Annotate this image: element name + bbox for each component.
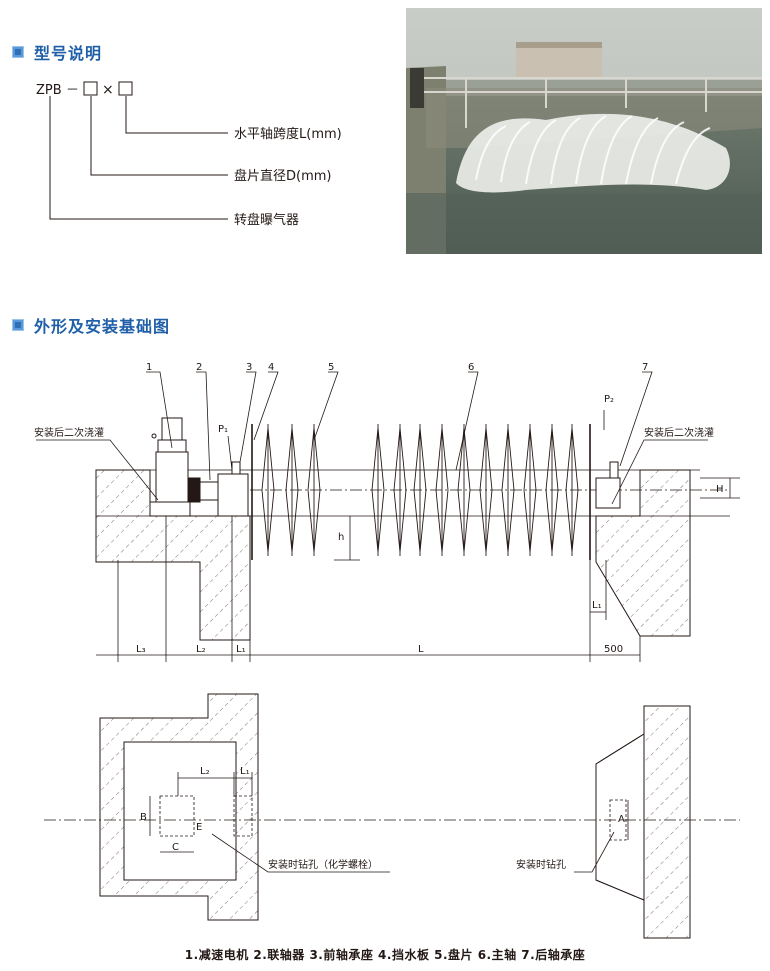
right-foundation [595,469,691,637]
plan-drill-right: 安装时钻孔 [516,858,566,871]
plan-l2: L₂ [200,766,210,777]
bullet-square-icon [12,319,24,331]
callout-2: 2 [196,362,202,373]
model-dash: － [66,83,79,98]
rear-bearing [595,461,621,509]
callout-7: 7 [642,362,648,373]
section-title-model: 型号说明 [12,40,102,64]
callout-4: 4 [268,362,274,373]
leader-line-l [125,96,228,134]
installation-drawing: 1 2 3 4 5 6 7 安装后二次浇灌 安装后二次浇灌 P₁ P₂ H h … [34,362,740,939]
grout-note-right: 安装后二次浇灌 [644,426,714,439]
p2-label: P₂ [604,394,614,405]
callout-3: 3 [246,362,252,373]
dim-l2: L₂ [196,644,206,655]
plan-c: C [172,842,179,853]
dim-500: 500 [604,644,623,655]
callout-5: 5 [328,362,334,373]
placeholder-box-d [83,81,98,96]
grout-note-left: 安装后二次浇灌 [34,426,104,439]
model-times: × [102,82,114,98]
section-title-text: 外形及安装基础图 [34,317,171,336]
aerator-photo [406,8,762,254]
dim-l1: L₁ [236,644,246,655]
dim-l1-right: L₁ [592,600,602,611]
model-prefix: ZPB [36,83,62,98]
placeholder-box-l [118,81,133,96]
leader-line-type [49,96,228,220]
h-upper-label: H [716,484,724,495]
p1-label: P₁ [218,424,228,435]
label-span-l: 水平轴跨度L(mm) [234,126,342,142]
parts-legend: 1.减速电机 2.联轴器 3.前轴承座 4.挡水板 5.盘片 6.主轴 7.后轴… [184,948,586,962]
callout-6: 6 [468,362,474,373]
label-type: 转盘曝气器 [234,212,299,228]
callout-1: 1 [146,362,152,373]
label-diameter-d: 盘片直径D(mm) [234,168,331,184]
disc-row [261,424,579,556]
dim-l3: L₃ [136,644,146,655]
plan-b: B [140,812,147,823]
section-title-text: 型号说明 [34,44,103,63]
leader-line-d [90,96,228,176]
dim-l: L [418,644,424,655]
plan-drill-left: 安装时钻孔（化学螺栓） [268,858,378,871]
h-lower-label: h [338,532,344,543]
plan-l1: L₁ [240,766,250,777]
section-title-installation: 外形及安装基础图 [12,313,170,337]
bullet-square-icon [12,46,24,58]
model-designation-diagram: ZPB － × 水平轴跨度L(mm) 盘片直径D(mm) 转盘曝气器 [36,81,342,228]
motor-assembly [149,417,249,517]
plan-a: A [618,814,625,825]
plan-e: E [196,822,202,833]
